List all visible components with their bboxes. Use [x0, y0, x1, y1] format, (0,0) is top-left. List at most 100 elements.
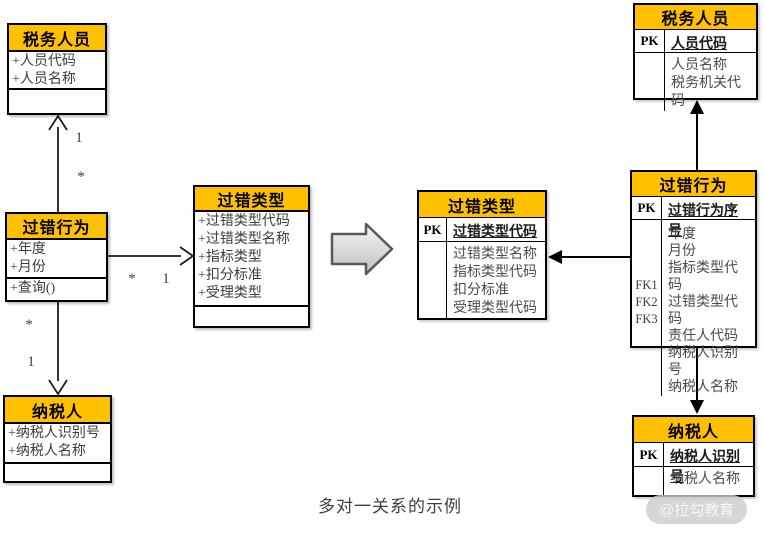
uml-attribute: +受理类型 — [198, 286, 262, 301]
pk-column-name: 人员代码 — [671, 37, 727, 52]
open-arrowhead-down-icon — [48, 379, 68, 396]
er-pk-row: PK 过错类型代码 — [419, 218, 545, 242]
fk-label — [635, 57, 664, 75]
uml-class-title: 纳税人 — [5, 397, 110, 424]
uml-attributes: +过错类型代码 +过错类型名称 +指标类型 +扣分标准 +受理类型 — [195, 212, 308, 307]
uml-attributes: +年度 +月份 — [7, 240, 106, 279]
fk-label — [419, 264, 446, 282]
er-column: 指标类型代码 — [453, 265, 537, 280]
er-body: FK1 FK2 FK3 年度 月份 指标类型代码 过错类型代码 责任人代码 纳税… — [632, 220, 755, 396]
uml-operations-empty — [9, 90, 105, 113]
er-column: 月份 — [668, 244, 696, 259]
uml-operations-empty — [195, 307, 308, 326]
pk-label: PK — [632, 197, 662, 219]
big-right-arrow-icon — [330, 222, 394, 276]
open-arrowhead-up-icon — [48, 114, 68, 131]
er-table-fault-type: 过错类型 PK 过错类型代码 过错类型名称 指标类型代码 扣分标准 受理类型代码 — [417, 190, 547, 320]
filled-arrowhead-down-icon — [690, 400, 704, 414]
er-key-column — [634, 467, 664, 495]
er-column: 税务机关代码 — [671, 76, 741, 109]
uml-attribute: +指标类型 — [198, 250, 262, 265]
er-column: 人员名称 — [671, 58, 727, 73]
er-body: 人员名称 税务机关代码 — [635, 53, 756, 111]
uml-operations-empty — [5, 464, 110, 481]
er-column: 责任人代码 — [668, 329, 738, 344]
fk-label — [632, 328, 661, 345]
uml-attribute: +月份 — [10, 260, 46, 275]
uml-attribute: +年度 — [10, 242, 46, 257]
er-column: 过错类型名称 — [453, 247, 537, 262]
fk-label — [419, 246, 446, 264]
uml-attribute: +过错类型名称 — [198, 232, 290, 247]
uml-class-fault-type: 过错类型 +过错类型代码 +过错类型名称 +指标类型 +扣分标准 +受理类型 — [193, 185, 310, 328]
fk-label — [419, 282, 446, 300]
fk-label — [419, 300, 446, 318]
fk-label — [632, 226, 661, 243]
pk-column-name: 过错行为序号 — [668, 204, 738, 239]
er-pk-row: PK 纳税人识别号 — [634, 443, 753, 485]
diagram-caption: 多对一关系的示例 — [318, 497, 462, 516]
fk-label — [632, 243, 661, 260]
er-column: 指标类型代码 — [668, 261, 738, 293]
er-table-title: 纳税人 — [634, 417, 753, 443]
filled-arrowhead-left-icon — [548, 250, 562, 264]
pk-column-name: 过错类型代码 — [453, 225, 537, 240]
fk-label — [634, 471, 663, 489]
fk-label — [632, 260, 661, 277]
er-column-names: 年度 月份 指标类型代码 过错类型代码 责任人代码 纳税人识别号 纳税人名称 — [662, 220, 755, 396]
pk-label: PK — [635, 30, 665, 52]
multiplicity-label: 1 — [27, 354, 35, 370]
er-column: 扣分标准 — [453, 283, 509, 298]
er-column: 过错类型代码 — [668, 295, 738, 327]
uml-class-title: 过错类型 — [195, 187, 308, 212]
watermark-badge: @拉勾教育 — [646, 495, 748, 524]
fk-label — [635, 75, 664, 93]
fk-label: FK3 — [635, 312, 658, 326]
er-table-title: 过错行为 — [632, 172, 755, 197]
fk-label: FK1 — [635, 278, 658, 292]
er-pk-row: PK 人员代码 — [635, 30, 756, 53]
uml-attributes: +人员代码 +人员名称 — [9, 52, 105, 90]
er-column: 年度 — [668, 227, 696, 242]
uml-operations: +查询() — [7, 279, 106, 300]
fk-label: FK2 — [635, 295, 658, 309]
er-column-names: 过错类型名称 指标类型代码 扣分标准 受理类型代码 — [447, 242, 545, 318]
er-key-column: FK1 FK2 FK3 — [632, 220, 662, 396]
er-pk-row: PK 过错行为序号 — [632, 197, 755, 239]
er-table-title: 税务人员 — [635, 5, 756, 30]
uml-class-fault-behavior: 过错行为 +年度 +月份 +查询() — [5, 212, 108, 302]
uml-operation: +查询() — [10, 281, 56, 296]
uml-attribute: +过错类型代码 — [198, 214, 290, 229]
uml-class-taxpayer: 纳税人 +纳税人识别号 +纳税人名称 — [3, 395, 112, 483]
multiplicity-label: 1 — [75, 130, 83, 146]
uml-class-title: 税务人员 — [9, 25, 105, 52]
er-table-title: 过错类型 — [419, 192, 545, 218]
er-body: 过错类型名称 指标类型代码 扣分标准 受理类型代码 — [419, 242, 545, 318]
uml-class-title: 过错行为 — [7, 214, 106, 240]
uml-attribute: +扣分标准 — [198, 268, 262, 283]
er-column: 纳税人识别号 — [668, 346, 738, 378]
er-column-names: 纳税人名称 — [664, 467, 753, 495]
uml-attribute: +纳税人识别号 — [8, 426, 100, 441]
multiplicity-label: * — [25, 317, 33, 333]
pk-label: PK — [419, 218, 447, 241]
uml-attributes: +纳税人识别号 +纳税人名称 — [5, 424, 110, 464]
multiplicity-label: * — [128, 271, 136, 287]
er-column: 纳税人名称 — [670, 472, 740, 487]
uml-attribute: +纳税人名称 — [8, 444, 86, 459]
open-arrowhead-right-icon — [179, 246, 195, 266]
er-table-taxpayer: 纳税人 PK 纳税人识别号 纳税人名称 — [632, 415, 755, 497]
pk-label: PK — [634, 443, 664, 466]
er-column: 受理类型代码 — [453, 301, 537, 316]
er-key-column — [635, 53, 665, 111]
er-column-names: 人员名称 税务机关代码 — [665, 53, 756, 111]
er-table-fault-behavior: 过错行为 PK 过错行为序号 FK1 FK2 FK3 年度 月份 指标类型代码 … — [630, 170, 757, 396]
er-body: 纳税人名称 — [634, 467, 753, 495]
er-column: 纳税人名称 — [668, 380, 738, 395]
pk-column-name: 纳税人识别号 — [670, 450, 740, 485]
uml-attribute: +人员名称 — [12, 72, 76, 87]
er-table-tax-officer: 税务人员 PK 人员代码 人员名称 税务机关代码 — [633, 3, 758, 111]
multiplicity-label: 1 — [162, 271, 170, 287]
multiplicity-label: * — [77, 169, 85, 185]
